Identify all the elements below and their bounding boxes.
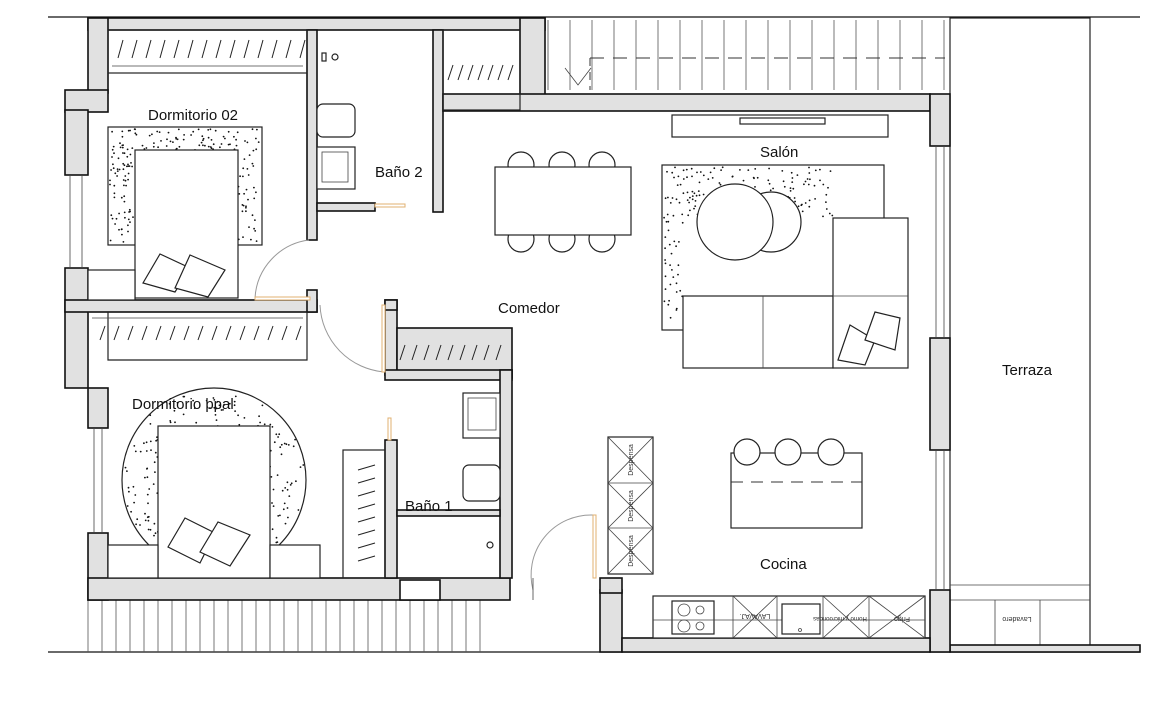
bath-1-fixtures [462, 392, 501, 549]
label-cocina: Cocina [760, 556, 807, 573]
bath-2-fixtures [316, 52, 356, 190]
bed-main [107, 425, 321, 579]
dining-table [494, 151, 632, 253]
bed-bedroom-2 [87, 149, 239, 301]
label-bano-2: Baño 2 [375, 164, 423, 181]
frigo-label: Frigo [894, 615, 910, 622]
despensa-label-3: Despensa [628, 535, 635, 567]
stair-top [547, 20, 945, 90]
label-dormitorio-ppal: Dormitorio ppal [132, 396, 234, 413]
label-terraza: Terraza [1002, 362, 1053, 379]
wardrobe-bedroom-2 [107, 29, 308, 74]
label-bano-1: Baño 1 [405, 498, 453, 515]
wardrobe-bath1 [342, 449, 386, 579]
despensa-label-2: Despensa [628, 490, 635, 522]
wardrobe-main [88, 311, 308, 361]
terrace: Lavadero [949, 17, 1141, 653]
label-dormitorio-02: Dormitorio 02 [148, 107, 238, 124]
despensa-label-1: Despensa [628, 444, 635, 476]
lavadero-label: Lavadero [1002, 615, 1031, 622]
label-comedor: Comedor [498, 300, 560, 317]
room-labels: Dormitorio 02 Baño 2 Salón Comedor Dormi… [132, 107, 1053, 573]
windows [69, 146, 945, 590]
doors [254, 203, 597, 600]
lavavajillas-label: LAVAVAJ. [740, 612, 771, 619]
kitchen: Despensa Despensa Despensa LAVAVAJ. Horn… [607, 436, 926, 639]
bottom-stairs [87, 599, 490, 652]
label-salon: Salón [760, 144, 798, 161]
living-furniture [671, 114, 909, 369]
horno-label: Horno y microondas [813, 615, 867, 621]
closet-hall [357, 29, 521, 562]
